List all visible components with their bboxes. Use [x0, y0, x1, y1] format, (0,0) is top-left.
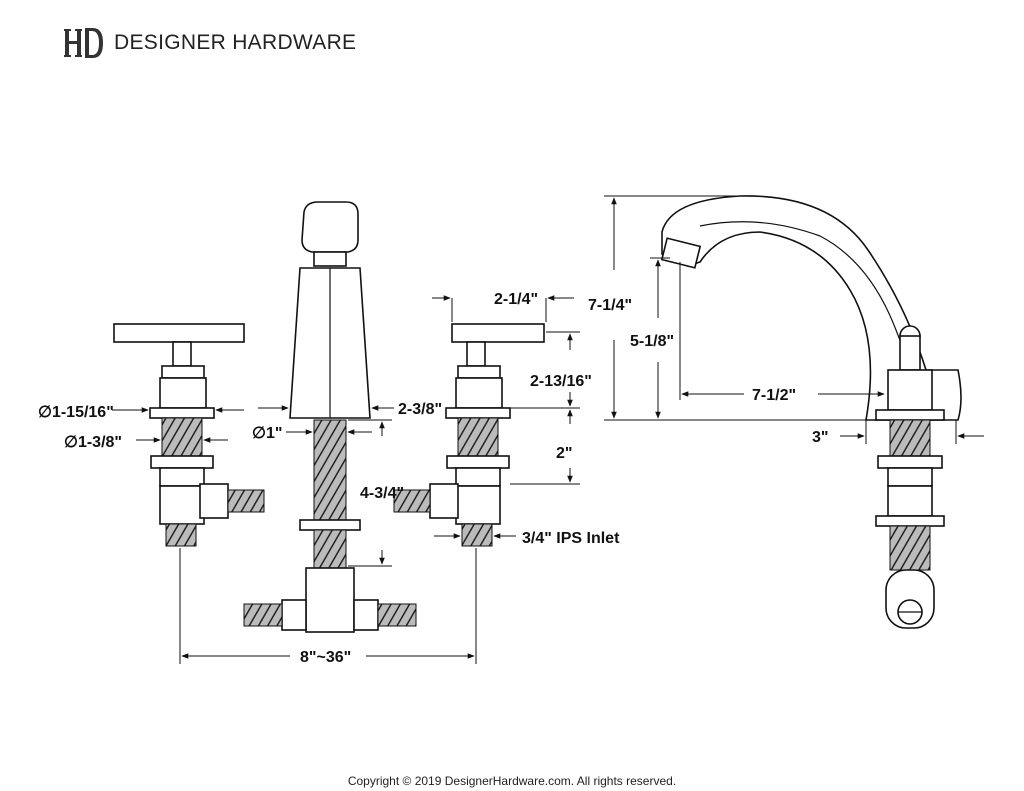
dimension-lines [112, 195, 984, 664]
dim-total-height: 7-1/4" [588, 297, 632, 314]
copyright-footer: Copyright © 2019 DesignerHardware.com. A… [347, 774, 677, 788]
dim-handle-height: 2-13/16" [530, 373, 592, 390]
left-handle-assembly [113, 323, 265, 547]
dimension-labels: ∅1-15/16" ∅1-3/8" 2-3/8" ∅1" 4-3/4" 2-1/… [38, 291, 828, 666]
brand-name: DESIGNER HARDWARE [114, 31, 357, 54]
dim-spread: 8"~36" [300, 649, 351, 666]
side-view-assembly [660, 195, 962, 629]
brand-header: DESIGNER HARDWARE [64, 26, 356, 60]
dim-handle-shank: 2" [556, 445, 572, 462]
dim-inlet: 3/4" IPS Inlet [522, 530, 620, 547]
dim-handle-width: 2-1/4" [494, 291, 538, 308]
dim-base-depth: 3" [812, 429, 828, 446]
dim-spout-shank-length: 4-3/4" [360, 485, 404, 502]
dim-flange-outer: ∅1-15/16" [38, 404, 114, 421]
dim-spout-reach: 7-1/2" [752, 387, 796, 404]
dim-spout-clearance: 5-1/8" [630, 333, 674, 350]
dim-spout-base: 2-3/8" [398, 401, 442, 418]
brand-logo-icon [64, 28, 103, 58]
dim-flange-inner: ∅1-3/8" [64, 434, 122, 451]
center-spout-assembly [243, 201, 417, 633]
right-handle-assembly [393, 323, 545, 547]
dim-spout-shank: ∅1" [252, 425, 282, 442]
